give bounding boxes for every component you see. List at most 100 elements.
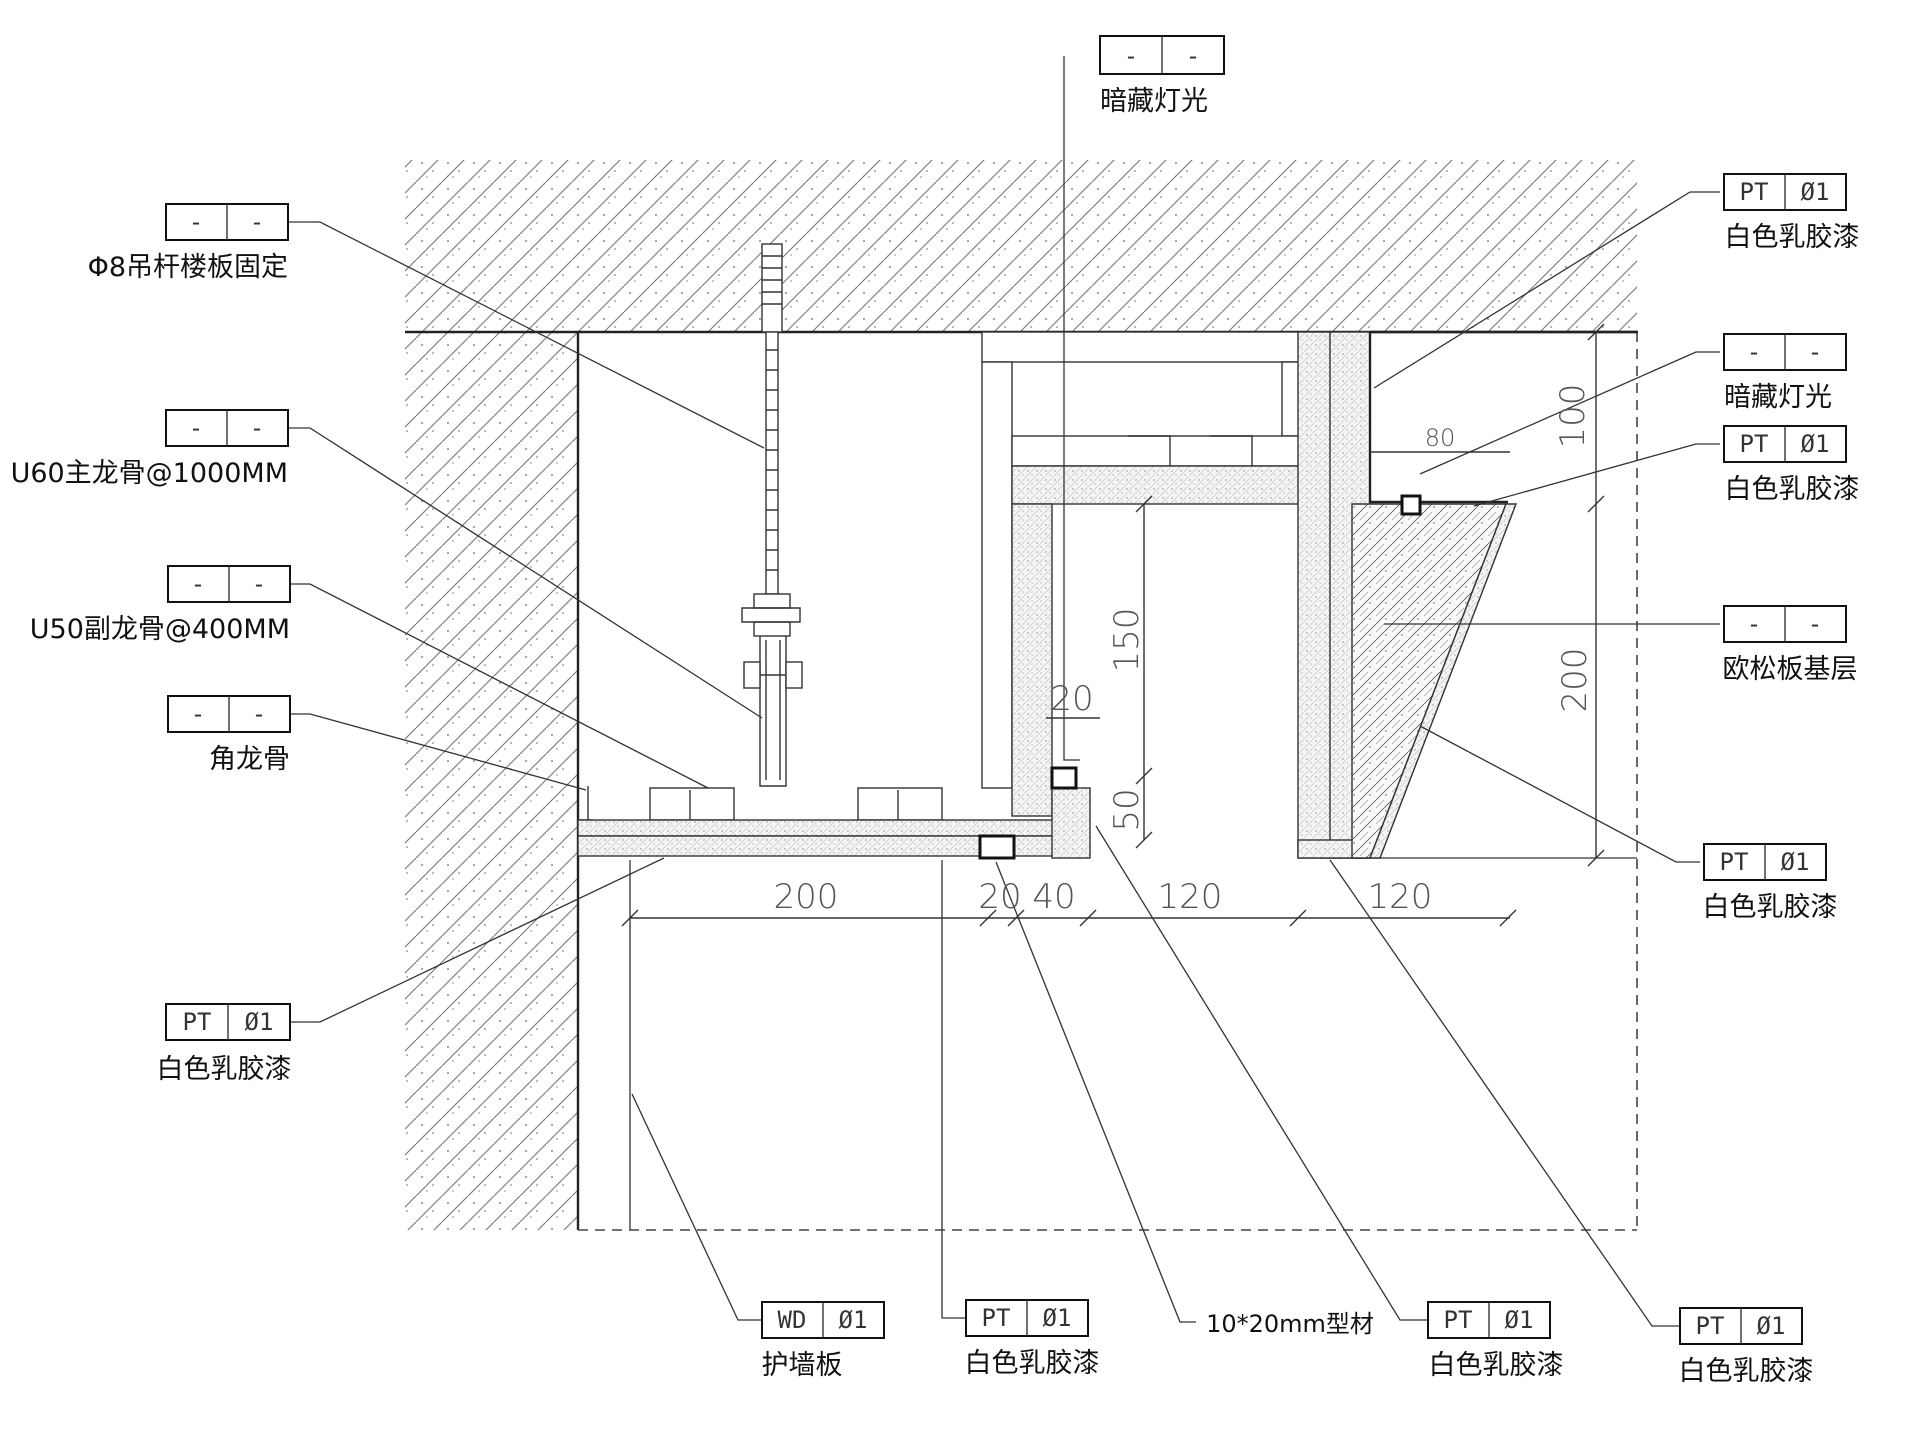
leader-paint-right-mid (1473, 443, 1720, 507)
callout-num: Ø1 (1801, 178, 1830, 206)
leader-hidden-light-top (1063, 56, 1080, 761)
dim-100: 100 (1553, 384, 1593, 449)
sub-keel-1 (649, 787, 735, 821)
callout-paint-bottom-3: PT Ø1 白色乳胶漆 (1679, 1307, 1814, 1387)
bolt-nut (785, 661, 803, 689)
callout-rod-anchor: - - Φ8吊杆楼板固定 (88, 203, 289, 283)
leader-angle-keel (290, 713, 587, 791)
callout-code: - (1747, 610, 1761, 638)
leader-paint-left (290, 857, 665, 1023)
sub-keel-2 (857, 787, 943, 821)
leader-profile (995, 861, 1196, 1323)
callout-text: 10*20mm型材 (1206, 1310, 1374, 1338)
suspension-assembly (741, 243, 803, 787)
callout-num: - (1186, 42, 1200, 70)
callout-text: 欧松板基层 (1723, 654, 1858, 685)
right-box (1351, 330, 1638, 859)
callout-num: Ø1 (1801, 430, 1830, 458)
callout-text: 白色乳胶漆 (1725, 222, 1860, 253)
leader-main-keel (288, 427, 763, 719)
callout-paint-bottom-1: PT Ø1 白色乳胶漆 (965, 1299, 1100, 1379)
callout-text: 白色乳胶漆 (1429, 1350, 1564, 1381)
callout-code: PT (982, 1304, 1011, 1332)
callout-code: - (1124, 42, 1138, 70)
callout-text: U50副龙骨@400MM (30, 614, 290, 645)
leader-wall-panel (631, 1093, 762, 1321)
callout-text: 护墙板 (762, 1350, 843, 1381)
bottom-dim-ticks (621, 909, 1517, 927)
callout-paint-bottom-2: PT Ø1 白色乳胶漆 (1427, 1301, 1564, 1381)
callout-num: Ø1 (1781, 848, 1810, 876)
callout-num: Ø1 (839, 1306, 868, 1334)
hanger-bracket-top (741, 607, 801, 623)
callout-num: - (252, 700, 266, 728)
dim-120-a: 120 (1158, 877, 1223, 917)
concrete-slab (405, 160, 1637, 332)
callout-num: Ø1 (1505, 1306, 1534, 1334)
callout-code: - (189, 414, 203, 442)
leader-sub-keel (290, 583, 709, 789)
nut-upper (753, 593, 791, 609)
callout-code: PT (1740, 178, 1769, 206)
callout-num: Ø1 (245, 1008, 274, 1036)
callout-text: 白色乳胶漆 (1703, 892, 1838, 923)
leader-paint-bottom-3 (1329, 859, 1680, 1327)
leader-paint-bottom-2 (1095, 825, 1428, 1321)
leader-hidden-light-right (1419, 351, 1720, 475)
callout-code: WD (778, 1306, 807, 1334)
callout-code: PT (1444, 1306, 1473, 1334)
dim-40-bottom: 40 (1032, 877, 1075, 917)
dim-200-right: 200 (1555, 648, 1595, 713)
callout-num: - (250, 414, 264, 442)
anchor-bolt (761, 243, 783, 333)
callout-osb-base: - - 欧松板基层 (1723, 605, 1858, 685)
soffit-board-top (1011, 465, 1313, 505)
dim-150: 150 (1107, 608, 1147, 673)
callout-code: - (191, 700, 205, 728)
callout-num: - (1808, 338, 1822, 366)
dim-200-bottom: 200 (774, 877, 839, 917)
callout-code: PT (1720, 848, 1749, 876)
callout-code: - (1747, 338, 1761, 366)
callout-profile: 10*20mm型材 (1206, 1310, 1374, 1338)
callout-text: 白色乳胶漆 (157, 1054, 292, 1085)
vertical-dim-ticks (1135, 495, 1153, 849)
dim-20-bottom: 20 (978, 877, 1021, 917)
rod-thread (766, 349, 778, 571)
cross-keel (1011, 435, 1315, 467)
left-ceiling (577, 786, 1079, 860)
callout-code: PT (1740, 430, 1769, 458)
main-keel-inner (765, 640, 781, 780)
callout-text: 白色乳胶漆 (1725, 474, 1860, 505)
dim-20-mid: 20 (1050, 679, 1093, 719)
dimensions (621, 323, 1605, 927)
callout-num: - (252, 570, 266, 598)
top-keel-frame (981, 331, 1323, 363)
callout-main-keel: - - U60主龙骨@1000MM (11, 409, 289, 489)
callout-num: Ø1 (1043, 1304, 1072, 1332)
callout-text: 角龙骨 (209, 744, 290, 775)
dim-120-b: 120 (1368, 877, 1433, 917)
callout-paint-right-mid: PT Ø1 白色乳胶漆 (1723, 425, 1860, 505)
callout-text: 暗藏灯光 (1100, 86, 1208, 117)
leader-rod-anchor (288, 221, 765, 449)
soffit-board-return (1051, 787, 1091, 859)
callout-angle-keel: - - 角龙骨 (167, 695, 291, 775)
callout-hidden-light-top: - - 暗藏灯光 (1099, 35, 1225, 117)
callout-code: - (191, 570, 205, 598)
callout-num: - (250, 208, 264, 236)
callout-text: 白色乳胶漆 (1679, 1356, 1814, 1387)
sloped-face-board (1368, 503, 1518, 859)
callout-num: Ø1 (1757, 1312, 1786, 1340)
callout-paint-right-low: PT Ø1 白色乳胶漆 (1703, 843, 1838, 923)
profile-10x20 (978, 834, 1016, 860)
leader-paint-right-low (1419, 725, 1700, 863)
osb-sloped-body (1351, 503, 1508, 859)
structure (405, 160, 1638, 1231)
callout-text: 暗藏灯光 (1724, 382, 1832, 413)
light-fixture-left (1050, 766, 1078, 790)
leader-paint-bottom-1 (941, 860, 966, 1319)
callout-paint-right-top: PT Ø1 白色乳胶漆 (1723, 173, 1860, 253)
